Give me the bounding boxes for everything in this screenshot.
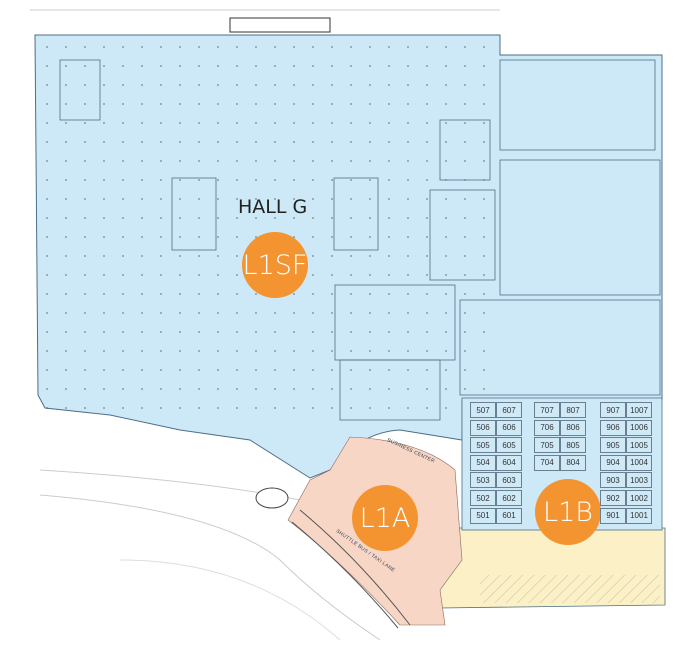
booth-603[interactable]: 603	[496, 472, 522, 489]
curb-line	[299, 509, 411, 626]
booth-504[interactable]: 504	[470, 454, 496, 471]
booth-1007[interactable]: 1007	[626, 402, 652, 418]
booth-707[interactable]: 707	[534, 402, 560, 418]
booth-606[interactable]: 606	[496, 419, 522, 436]
booth-607[interactable]: 607	[496, 402, 522, 418]
zone-badge-l1a[interactable]: L1A	[352, 485, 418, 551]
road-line	[39, 494, 381, 641]
booth-604[interactable]: 604	[496, 454, 522, 471]
booth-507[interactable]: 507	[470, 402, 496, 418]
booth-1006[interactable]: 1006	[626, 419, 652, 436]
booth-901[interactable]: 901	[600, 507, 626, 524]
roundabout	[255, 487, 289, 509]
booth-805[interactable]: 805	[560, 437, 586, 454]
booth-905[interactable]: 905	[600, 437, 626, 454]
entrance	[229, 17, 331, 33]
booth-1002[interactable]: 1002	[626, 490, 652, 506]
booth-706[interactable]: 706	[534, 419, 560, 436]
hall-g-label: HALL G	[238, 196, 308, 218]
booth-907[interactable]: 907	[600, 402, 626, 418]
booth-501[interactable]: 501	[470, 507, 496, 524]
booth-904[interactable]: 904	[600, 454, 626, 471]
booth-601[interactable]: 601	[496, 507, 522, 524]
parking-hatch	[480, 575, 660, 603]
booth-804[interactable]: 804	[560, 454, 586, 471]
booth-1004[interactable]: 1004	[626, 454, 652, 471]
booth-807[interactable]: 807	[560, 402, 586, 418]
booth-1003[interactable]: 1003	[626, 472, 652, 489]
booth-906[interactable]: 906	[600, 419, 626, 436]
booth-605[interactable]: 605	[496, 437, 522, 454]
booth-1001[interactable]: 1001	[626, 507, 652, 524]
booth-704[interactable]: 704	[534, 454, 560, 471]
booth-902[interactable]: 902	[600, 490, 626, 506]
column-grid	[35, 35, 500, 415]
booth-602[interactable]: 602	[496, 490, 522, 506]
booth-505[interactable]: 505	[470, 437, 496, 454]
booth-705[interactable]: 705	[534, 437, 560, 454]
road-line	[119, 559, 341, 641]
booth-503[interactable]: 503	[470, 472, 496, 489]
zone-badge-l1b[interactable]: L1B	[535, 479, 601, 545]
booth-506[interactable]: 506	[470, 419, 496, 436]
room-outlines	[59, 59, 661, 421]
booth-1005[interactable]: 1005	[626, 437, 652, 454]
booth-903[interactable]: 903	[600, 472, 626, 489]
booth-502[interactable]: 502	[470, 490, 496, 506]
zone-badge-l1sf[interactable]: L1SF	[242, 232, 308, 298]
booth-806[interactable]: 806	[560, 419, 586, 436]
